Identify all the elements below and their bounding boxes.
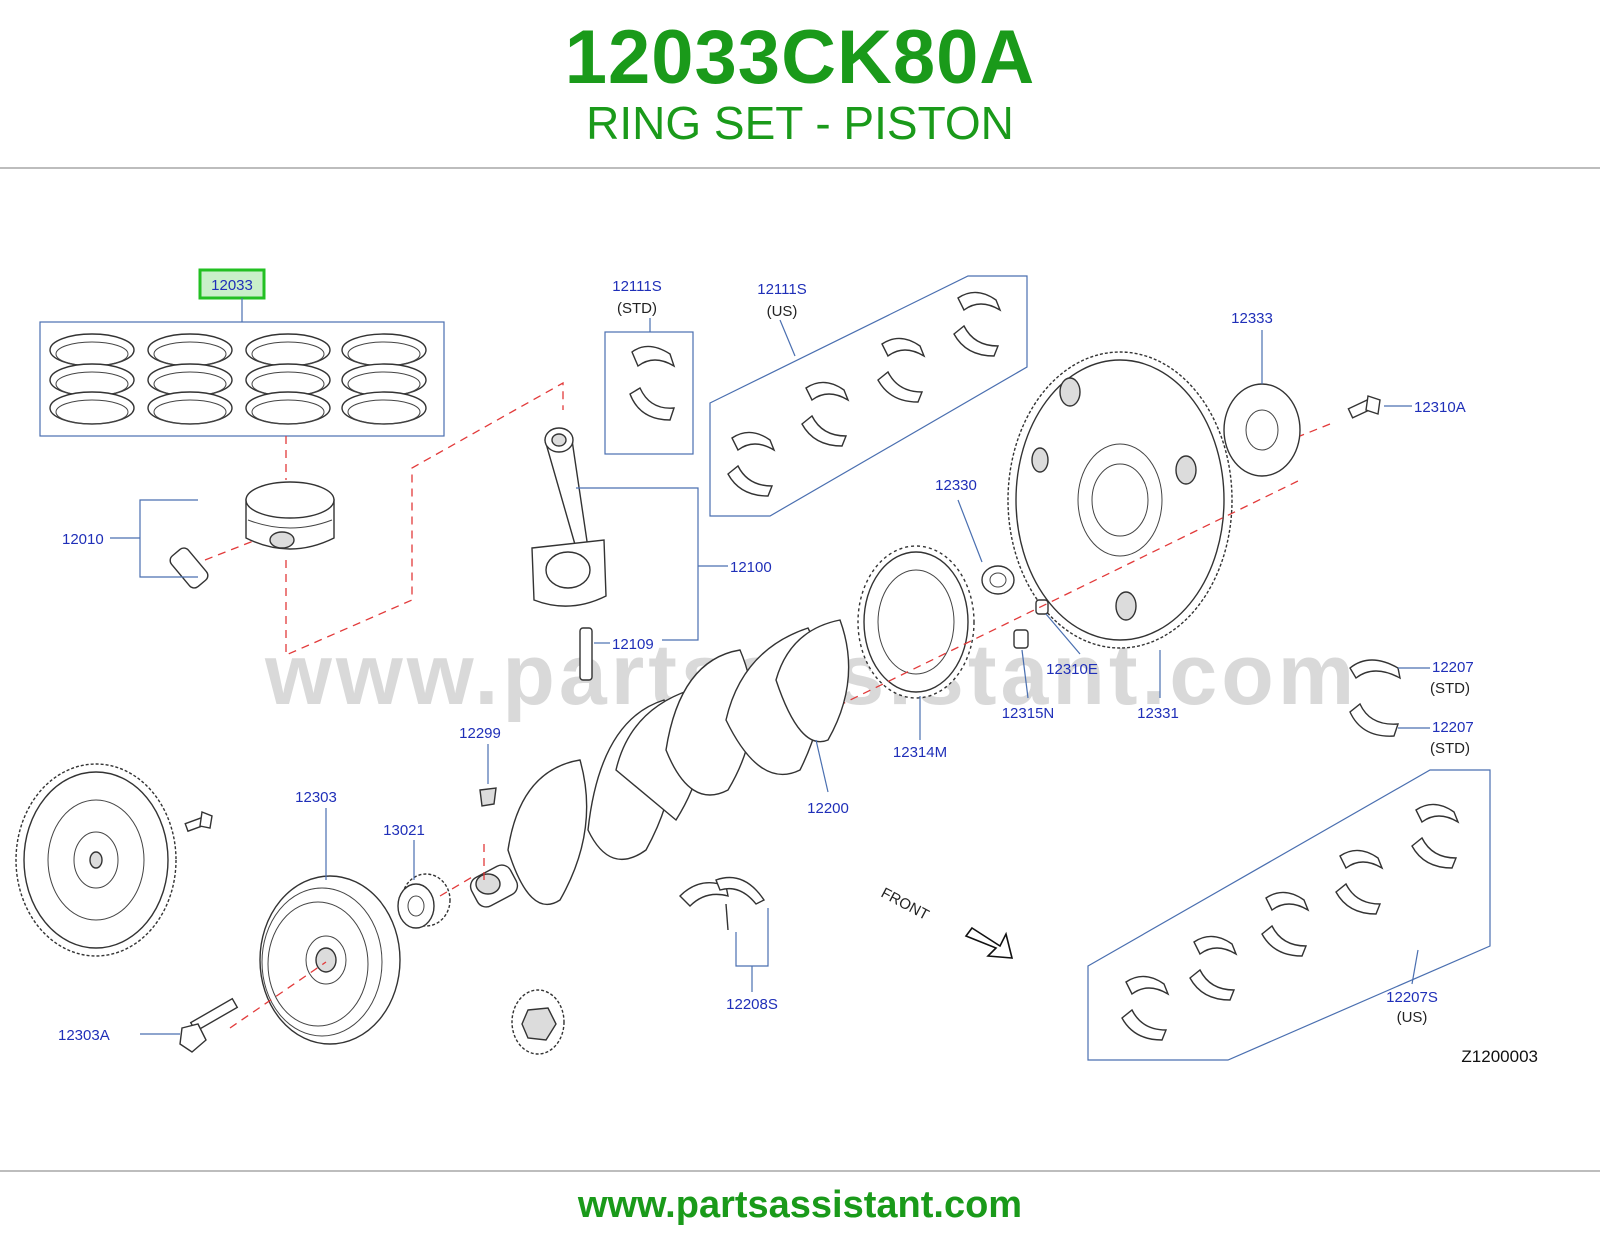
callout-12299[interactable]: 12299	[459, 725, 501, 742]
callout-12100[interactable]: 12100	[730, 559, 772, 576]
std-note-3: (STD)	[1430, 740, 1470, 757]
callout-12010[interactable]: 12010	[62, 531, 104, 548]
callout-12331[interactable]: 12331	[1137, 705, 1179, 722]
thrust-bearing-drawing	[679, 876, 766, 931]
callout-12207s[interactable]: 12207S	[1386, 989, 1438, 1006]
callout-12315n[interactable]: 12315N	[1002, 705, 1055, 722]
part-number-title: 12033CK80A	[564, 15, 1036, 100]
callout-12033[interactable]: 12033	[211, 277, 253, 294]
us-note-1: (US)	[767, 303, 798, 320]
oil-pump-gear-drawing	[511, 989, 565, 1055]
crankshaft-drawing	[469, 619, 850, 908]
callout-12314m[interactable]: 12314M	[893, 744, 947, 761]
crank-pulley-drawing	[259, 875, 401, 1045]
reference-code: Z1200003	[1461, 1047, 1538, 1066]
callout-12303a[interactable]: 12303A	[58, 1027, 110, 1044]
callout-13021[interactable]: 13021	[383, 822, 425, 839]
signal-plate-drawing	[857, 545, 975, 699]
flywheel-drawing	[15, 763, 177, 957]
callout-12333[interactable]: 12333	[1231, 310, 1273, 327]
bearing-std-frame	[604, 331, 694, 455]
footer-url[interactable]: www.partsassistant.com	[577, 1184, 1023, 1226]
callout-12303[interactable]: 12303	[295, 789, 337, 806]
front-label: FRONT	[878, 885, 932, 924]
footer-divider	[0, 1170, 1600, 1172]
drive-plate-drawing	[1007, 351, 1233, 649]
flywheel-bolt-drawing	[184, 811, 213, 833]
dowel-12310e-drawing	[1035, 599, 1049, 615]
pilot-bushing-drawing	[981, 565, 1015, 595]
bolt-12310a-drawing	[1347, 395, 1381, 419]
bolt-12315n-drawing	[1013, 629, 1029, 649]
main-bearing-us-frame	[1087, 769, 1491, 1061]
bearing-us-frame	[709, 275, 1028, 517]
ring-set-frame	[39, 321, 445, 437]
std-note-1: (STD)	[617, 300, 657, 317]
piston-rings-group	[49, 333, 427, 425]
highlight-box-12033[interactable]	[198, 268, 266, 300]
bearing-us-shells	[727, 291, 1002, 497]
callout-12207-1[interactable]: 12207	[1432, 659, 1474, 676]
callout-12111s-std[interactable]: 12111S	[612, 278, 662, 295]
connecting-rod-drawing	[531, 427, 607, 681]
callout-12207-2[interactable]: 12207	[1432, 719, 1474, 736]
woodruff-key-drawing	[479, 787, 497, 807]
shim-plate-drawing	[1223, 383, 1301, 477]
pulley-bolt-drawing	[179, 997, 239, 1053]
header-divider	[0, 167, 1600, 169]
front-arrow-icon	[964, 926, 1014, 959]
callout-12111s-us[interactable]: 12111S	[757, 281, 807, 298]
std-note-2: (STD)	[1430, 680, 1470, 697]
callout-12310a[interactable]: 12310A	[1414, 399, 1466, 416]
callout-12109[interactable]: 12109	[612, 636, 654, 653]
part-name-subtitle: RING SET - PISTON	[586, 97, 1014, 149]
callout-12330[interactable]: 12330	[935, 477, 977, 494]
bearing-std-shells	[629, 345, 676, 421]
crank-sprocket-drawing	[397, 873, 451, 929]
callout-12310e[interactable]: 12310E	[1046, 661, 1098, 678]
main-bearing-std-shells	[1349, 659, 1401, 737]
piston-drawing	[169, 481, 335, 589]
callout-12208s[interactable]: 12208S	[726, 996, 778, 1013]
us-note-2: (US)	[1397, 1009, 1428, 1026]
callout-12200[interactable]: 12200	[807, 800, 849, 817]
main-bearing-us-shells	[1121, 803, 1460, 1041]
